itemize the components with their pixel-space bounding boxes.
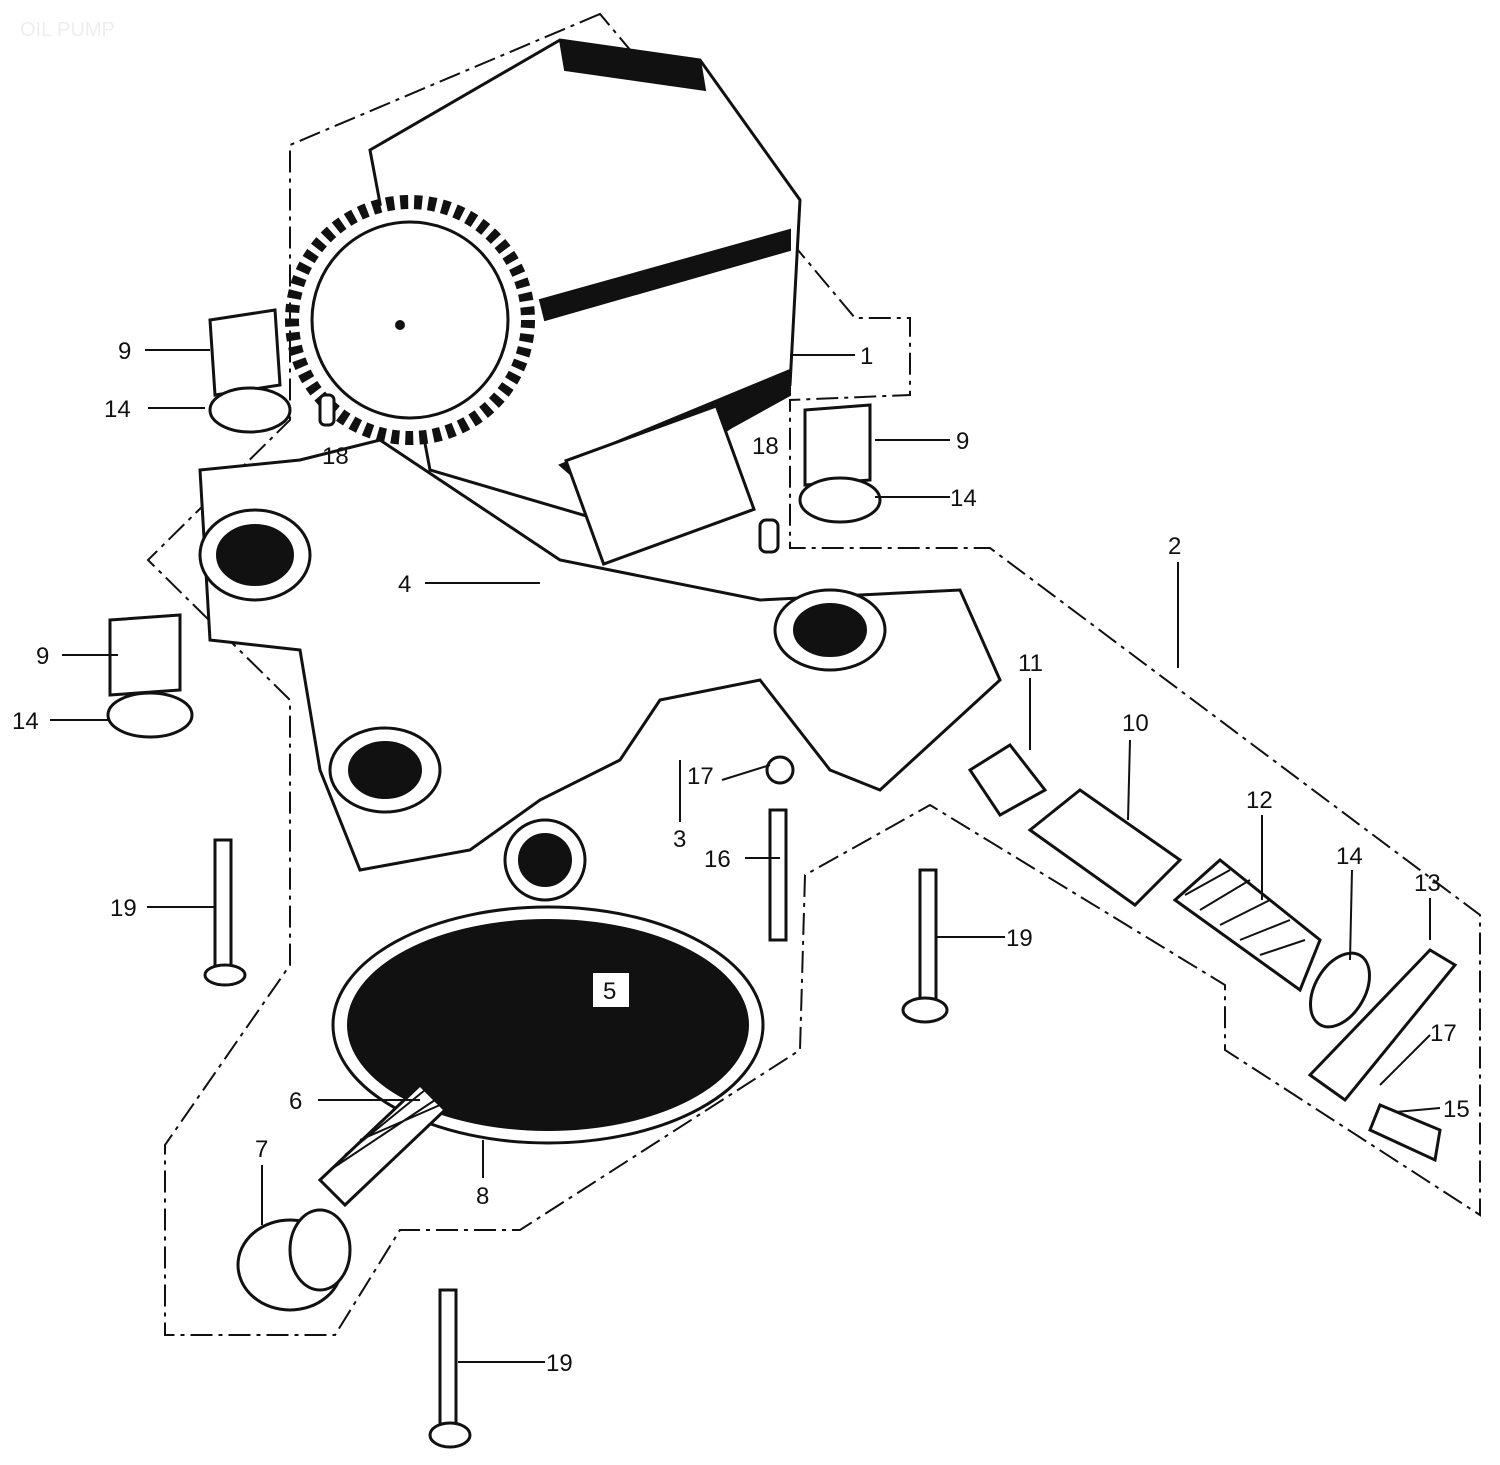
label-12: 12 <box>1246 787 1273 814</box>
label-9: 9 <box>956 428 969 455</box>
label-8: 8 <box>476 1183 489 1210</box>
label-17: 17 <box>687 763 714 790</box>
plug-bolt-part <box>236 1208 352 1312</box>
label-3: 3 <box>673 826 686 853</box>
part-number-labels: 1 9 14 18 18 9 14 2 4 9 14 11 10 12 14 1… <box>12 338 1470 1377</box>
label-14: 14 <box>104 396 131 423</box>
small-parts <box>106 308 949 1449</box>
label-15: 15 <box>1443 1096 1470 1123</box>
label-14: 14 <box>950 485 977 512</box>
label-18: 18 <box>322 443 349 470</box>
label-19: 19 <box>1006 925 1033 952</box>
drive-gear-part <box>285 195 535 445</box>
label-7: 7 <box>255 1136 268 1163</box>
label-2: 2 <box>1168 533 1181 560</box>
spring-part <box>317 1082 448 1208</box>
label-6: 6 <box>289 1088 302 1115</box>
label-1: 1 <box>860 343 873 370</box>
label-4: 4 <box>398 571 411 598</box>
label-5: 5 <box>603 978 616 1005</box>
label-10: 10 <box>1122 710 1149 737</box>
label-9: 9 <box>118 338 131 365</box>
relief-valve-parts <box>967 743 1458 1163</box>
label-18: 18 <box>752 433 779 460</box>
label-19: 19 <box>546 1350 573 1377</box>
label-16: 16 <box>704 846 731 873</box>
label-9: 9 <box>36 643 49 670</box>
label-14: 14 <box>1336 843 1363 870</box>
diagram-title: OIL PUMP <box>20 19 115 41</box>
label-17: 17 <box>1430 1020 1457 1047</box>
assembly-boundary <box>146 12 1481 1336</box>
oil-strainer-part <box>331 905 765 1145</box>
label-11: 11 <box>1018 650 1043 677</box>
part-5-callout-box <box>591 971 631 1009</box>
label-19: 19 <box>110 895 137 922</box>
label-13: 13 <box>1414 870 1441 897</box>
leader-lines <box>50 349 1441 1363</box>
pump-housing-part <box>198 438 1002 902</box>
label-14: 14 <box>12 708 39 735</box>
